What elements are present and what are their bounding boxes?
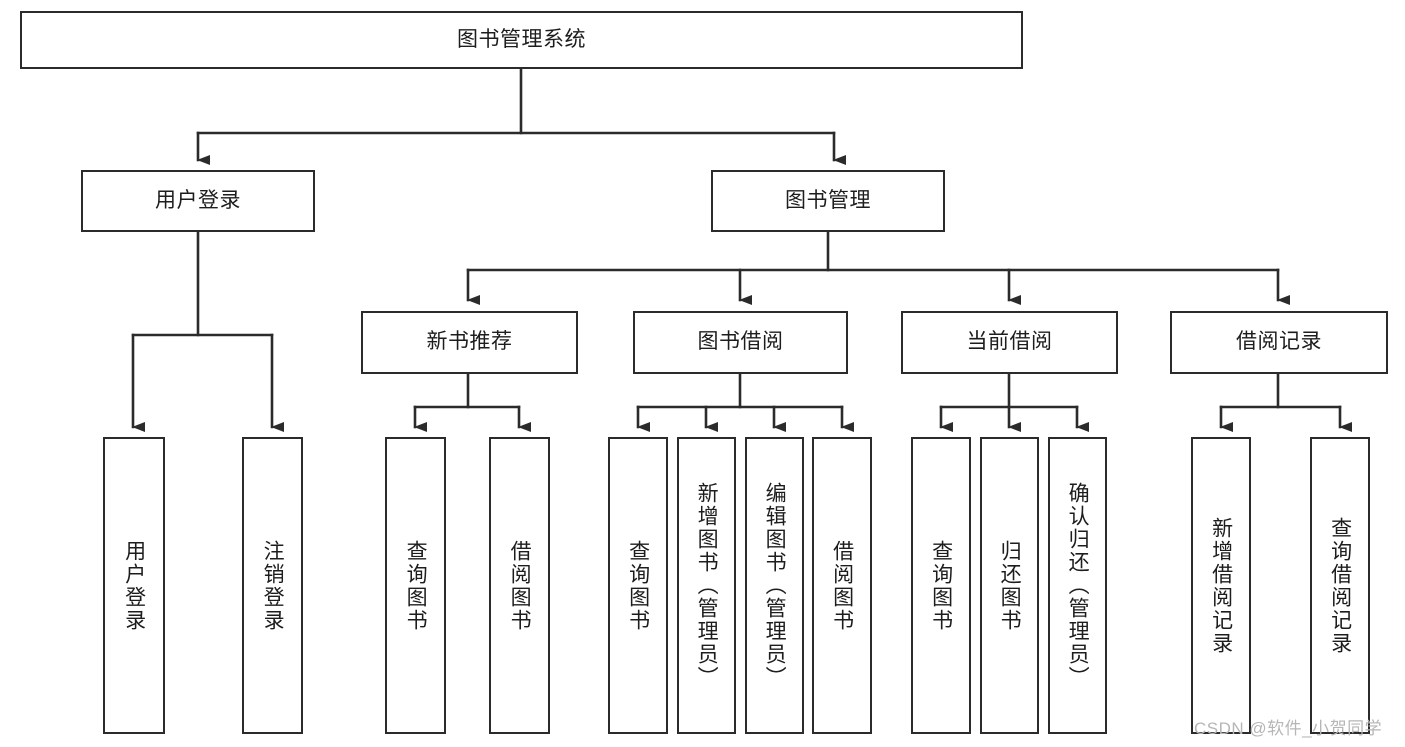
- leaf-user-login-label: 用户登录: [122, 539, 146, 632]
- node-user-login-label: 用户登录: [155, 188, 241, 212]
- node-new-book-recommend-label: 新书推荐: [426, 330, 513, 354]
- leaf-query-book-new-recommend[interactable]: 查询图书: [385, 437, 446, 734]
- leaf-query-book-borrow-label: 查询图书: [626, 539, 650, 632]
- leaf-return-book-label: 归还图书: [998, 539, 1022, 632]
- node-book-management-label: 图书管理: [785, 188, 871, 212]
- leaf-user-logout[interactable]: 注销登录: [242, 437, 303, 734]
- node-user-login[interactable]: 用户登录: [81, 170, 315, 232]
- leaf-query-book-borrow[interactable]: 查询图书: [608, 437, 668, 734]
- leaf-query-borrow-record[interactable]: 查询借阅记录: [1310, 437, 1370, 734]
- leaf-confirm-return-admin[interactable]: 确认归还（管理员）: [1048, 437, 1107, 734]
- leaf-borrow-book-borrow-label: 借阅图书: [830, 539, 854, 632]
- node-root-label: 图书管理系统: [457, 27, 586, 51]
- node-borrow-record[interactable]: 借阅记录: [1170, 311, 1388, 374]
- leaf-edit-book-admin[interactable]: 编辑图书（管理员）: [745, 437, 804, 734]
- leaf-query-borrow-record-label: 查询借阅记录: [1328, 516, 1352, 655]
- leaf-query-book-new-recommend-label: 查询图书: [404, 539, 428, 632]
- leaf-add-book-admin[interactable]: 新增图书（管理员）: [677, 437, 736, 734]
- leaf-add-borrow-record-label: 新增借阅记录: [1209, 516, 1233, 655]
- leaf-return-book[interactable]: 归还图书: [980, 437, 1039, 734]
- leaf-query-book-current-label: 查询图书: [929, 539, 953, 632]
- node-current-borrow[interactable]: 当前借阅: [901, 311, 1118, 374]
- node-root-book-management-system[interactable]: 图书管理系统: [20, 11, 1023, 69]
- leaf-add-borrow-record[interactable]: 新增借阅记录: [1191, 437, 1251, 734]
- node-book-borrow[interactable]: 图书借阅: [633, 311, 848, 374]
- leaf-user-login[interactable]: 用户登录: [103, 437, 165, 734]
- node-book-management[interactable]: 图书管理: [711, 170, 945, 232]
- leaf-query-book-current[interactable]: 查询图书: [911, 437, 971, 734]
- leaf-borrow-book-new-recommend-label: 借阅图书: [508, 539, 532, 632]
- leaf-borrow-book-borrow[interactable]: 借阅图书: [812, 437, 872, 734]
- leaf-user-logout-label: 注销登录: [261, 539, 285, 632]
- node-borrow-record-label: 借阅记录: [1236, 330, 1322, 354]
- leaf-edit-book-admin-label: 编辑图书（管理员）: [763, 482, 787, 689]
- leaf-add-book-admin-label: 新增图书（管理员）: [695, 482, 719, 689]
- leaf-borrow-book-new-recommend[interactable]: 借阅图书: [489, 437, 550, 734]
- node-new-book-recommend[interactable]: 新书推荐: [361, 311, 578, 374]
- node-book-borrow-label: 图书借阅: [697, 330, 784, 354]
- node-current-borrow-label: 当前借阅: [966, 330, 1053, 354]
- leaf-confirm-return-admin-label: 确认归还（管理员）: [1066, 482, 1090, 689]
